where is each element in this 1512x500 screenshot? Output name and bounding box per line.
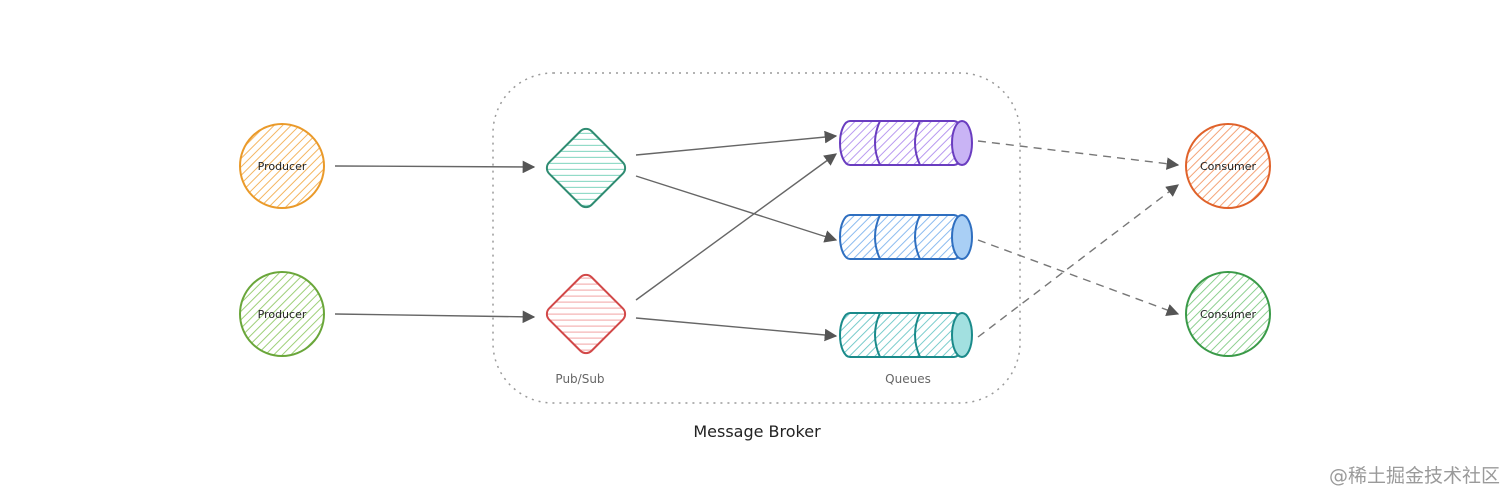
pubsub-label: Pub/Sub bbox=[555, 372, 604, 386]
consumer-2[interactable]: Consumer bbox=[1185, 271, 1271, 357]
producer-2[interactable]: Producer bbox=[239, 271, 325, 357]
arrow-exchange1-to-queue2 bbox=[635, 175, 838, 243]
queue-1[interactable] bbox=[839, 120, 973, 166]
connections bbox=[334, 130, 838, 342]
consumer-connections bbox=[977, 140, 1180, 338]
arrow-exchange2-to-queue1 bbox=[635, 153, 838, 301]
exchange-2[interactable] bbox=[544, 272, 629, 357]
consumer-1-label: Consumer bbox=[1200, 160, 1257, 173]
arrow-queue1-to-consumer1 bbox=[977, 140, 1180, 170]
arrow-producer1-to-exchange1 bbox=[334, 160, 536, 174]
consumer-1[interactable]: Consumer bbox=[1185, 123, 1271, 209]
arrow-queue2-to-consumer2 bbox=[977, 239, 1180, 316]
arrow-exchange1-to-queue1 bbox=[635, 130, 838, 156]
arrow-exchange2-to-queue3 bbox=[635, 317, 838, 342]
arrow-queue3-to-consumer1 bbox=[977, 184, 1180, 338]
arrow-producer2-to-exchange2 bbox=[334, 310, 536, 324]
producer-1[interactable]: Producer bbox=[239, 123, 325, 209]
message-broker-label: Message Broker bbox=[693, 422, 821, 441]
queue-3[interactable] bbox=[839, 312, 973, 358]
queue-2[interactable] bbox=[839, 214, 973, 260]
queues-label: Queues bbox=[885, 372, 931, 386]
message-broker-container bbox=[492, 72, 1021, 404]
watermark: @稀土掘金技术社区 bbox=[1328, 465, 1500, 487]
consumer-2-label: Consumer bbox=[1200, 308, 1257, 321]
exchange-1[interactable] bbox=[544, 126, 629, 211]
producer-1-label: Producer bbox=[258, 160, 307, 173]
producer-2-label: Producer bbox=[258, 308, 307, 321]
